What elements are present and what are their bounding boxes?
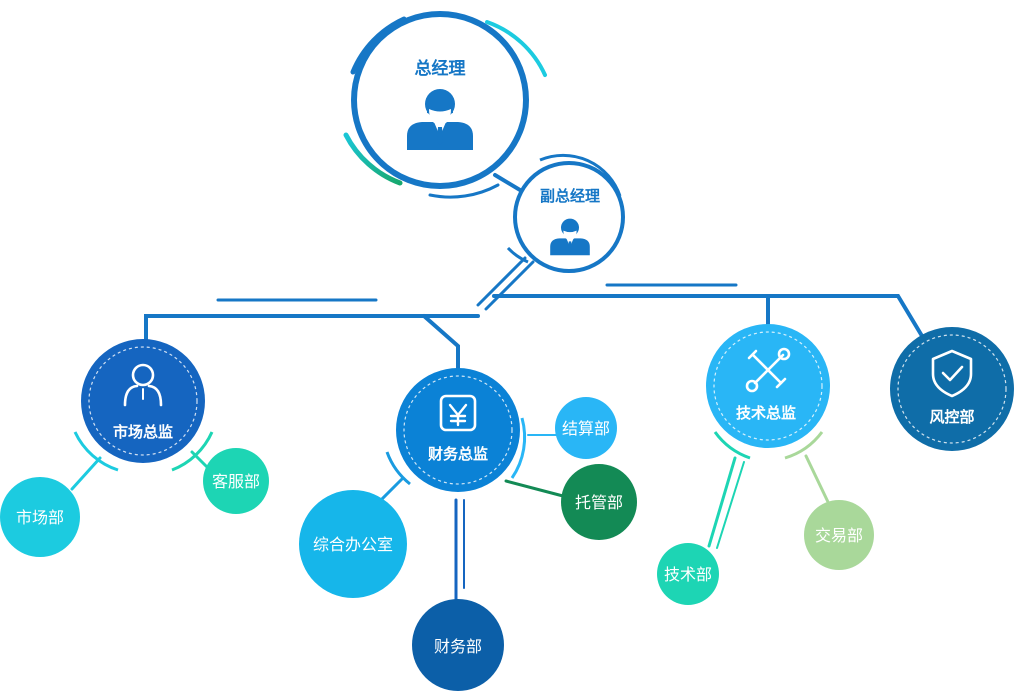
dept-settlement-label: 结算部	[562, 419, 610, 438]
dept-office-label: 综合办公室	[313, 535, 393, 554]
tech-director-node[interactable]: 技术总监	[706, 324, 830, 460]
dept-settlement[interactable]: 结算部	[555, 397, 617, 459]
market-director-title: 市场总监	[113, 423, 173, 441]
dgm-node[interactable]: 副总经理	[506, 153, 625, 273]
gm-title: 总经理	[415, 58, 466, 79]
dept-office[interactable]: 综合办公室	[299, 490, 407, 598]
dept-market-label: 市场部	[16, 508, 64, 527]
dgm-title: 副总经理	[540, 187, 600, 205]
manager-icon	[407, 89, 473, 150]
finance-director-node[interactable]: 财务总监	[385, 368, 527, 492]
dept-finance[interactable]: 财务部	[412, 599, 504, 691]
dept-service-label: 客服部	[212, 472, 260, 491]
connector-lines	[144, 173, 924, 370]
gm-node[interactable]: 总经理	[343, 11, 547, 199]
person-icon	[123, 363, 163, 407]
market-director-node[interactable]: 市场总监	[73, 339, 214, 472]
risk-node[interactable]: 风控部	[890, 327, 1014, 451]
risk-title: 风控部	[929, 408, 974, 426]
shield-check-icon	[931, 349, 973, 398]
yuan-icon	[439, 394, 477, 432]
dept-finance-label: 财务部	[434, 637, 482, 656]
dept-service[interactable]: 客服部	[203, 448, 269, 514]
tech-director-title: 技术总监	[736, 404, 796, 422]
manager-icon	[550, 218, 590, 256]
dept-trade[interactable]: 交易部	[804, 500, 874, 570]
dept-market[interactable]: 市场部	[0, 477, 80, 557]
dept-custody[interactable]: 托管部	[561, 464, 637, 540]
dept-tech-label: 技术部	[664, 565, 712, 584]
dept-tech[interactable]: 技术部	[657, 543, 719, 605]
dept-custody-label: 托管部	[575, 493, 623, 512]
finance-director-title: 财务总监	[428, 445, 488, 463]
tools-icon	[745, 347, 791, 393]
dept-trade-label: 交易部	[815, 526, 863, 545]
